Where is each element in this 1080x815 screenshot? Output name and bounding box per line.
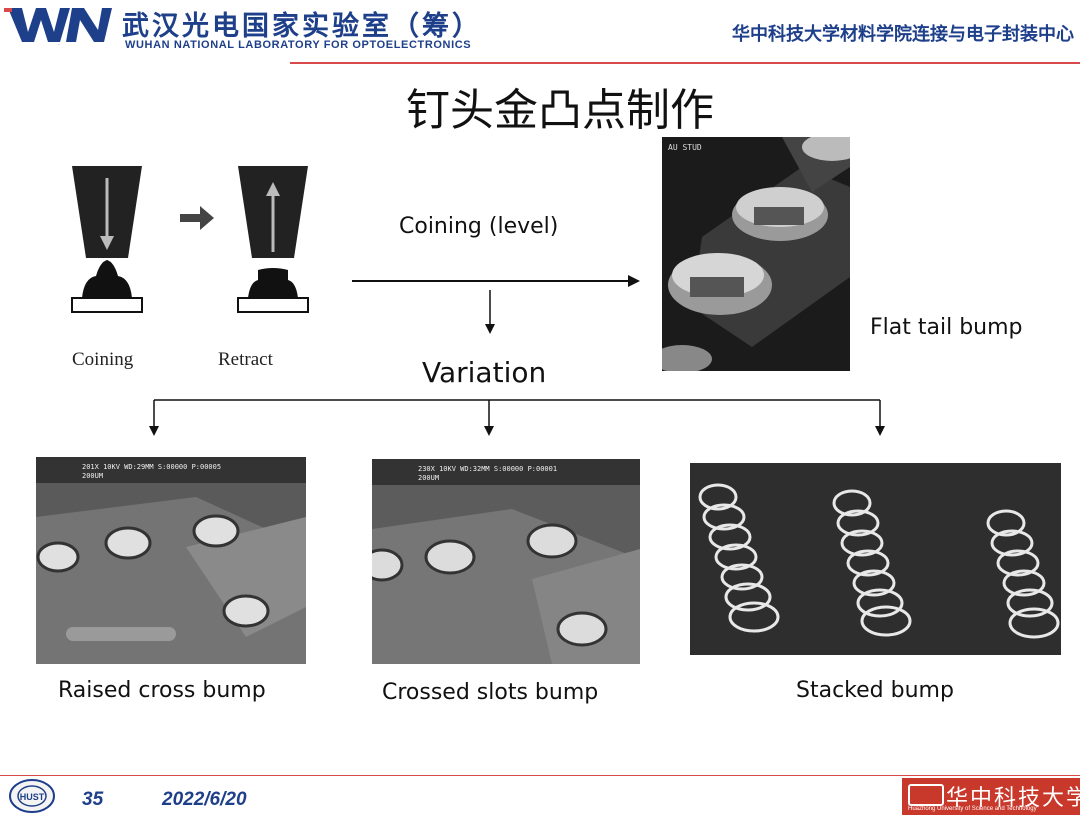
department-name: 华中科技大学材料学院连接与电子封装中心 xyxy=(732,20,1074,46)
hust-seal: HUST xyxy=(8,779,56,813)
university-logo-en: Huazhong University of Science and Techn… xyxy=(908,806,1037,812)
lab-name-cn: 武汉光电国家实验室（筹） xyxy=(122,4,482,43)
flat-tail-photo-label: AU STUD xyxy=(668,143,702,152)
crossed-slots-caption: Crossed slots bump xyxy=(382,680,598,705)
crossed-slots-photo: 230X 10KV WD:32MM S:00000 P:00001 200UM xyxy=(372,459,640,664)
footer-divider xyxy=(0,775,1080,776)
raised-cross-caption: Raised cross bump xyxy=(58,678,266,703)
seal-text: HUST xyxy=(20,792,45,802)
variation-branch-arrows xyxy=(140,392,900,440)
process-arrow xyxy=(352,270,642,292)
stacked-bump-photo xyxy=(690,463,1061,655)
crossed-slots-scale-label: 200UM xyxy=(418,474,439,482)
slide-title: 钉头金凸点制作 xyxy=(0,74,1080,138)
variation-label: Variation xyxy=(422,356,546,389)
lab-name-en: WUHAN NATIONAL LABORATORY FOR OPTOELECTR… xyxy=(125,39,471,51)
coining-caption: Coining xyxy=(72,349,133,371)
flat-tail-photo: AU STUD xyxy=(662,137,850,371)
process-label: Coining (level) xyxy=(399,214,558,239)
coining-schematic xyxy=(62,158,322,330)
stacked-caption: Stacked bump xyxy=(796,678,954,703)
footer-date: 2022/6/20 xyxy=(162,789,247,811)
raised-cross-photo-label: 201X 10KV WD:29MM S:00000 P:00005 xyxy=(82,463,221,471)
header-divider xyxy=(290,62,1080,64)
logo-text: WN xyxy=(58,44,60,46)
page-number: 35 xyxy=(82,789,103,811)
university-logo: 华中科技大学 Huazhong University of Science an… xyxy=(902,778,1080,815)
flat-tail-caption: Flat tail bump xyxy=(870,315,1023,340)
crossed-slots-photo-label: 230X 10KV WD:32MM S:00000 P:00001 xyxy=(418,465,557,473)
university-emblem xyxy=(908,784,944,806)
retract-caption: Retract xyxy=(218,349,273,371)
wnlo-logo: WN xyxy=(4,2,112,46)
raised-cross-photo: 201X 10KV WD:29MM S:00000 P:00005 200UM xyxy=(36,457,306,664)
raised-cross-scale-label: 200UM xyxy=(82,472,103,480)
variation-down-arrow xyxy=(480,290,500,336)
